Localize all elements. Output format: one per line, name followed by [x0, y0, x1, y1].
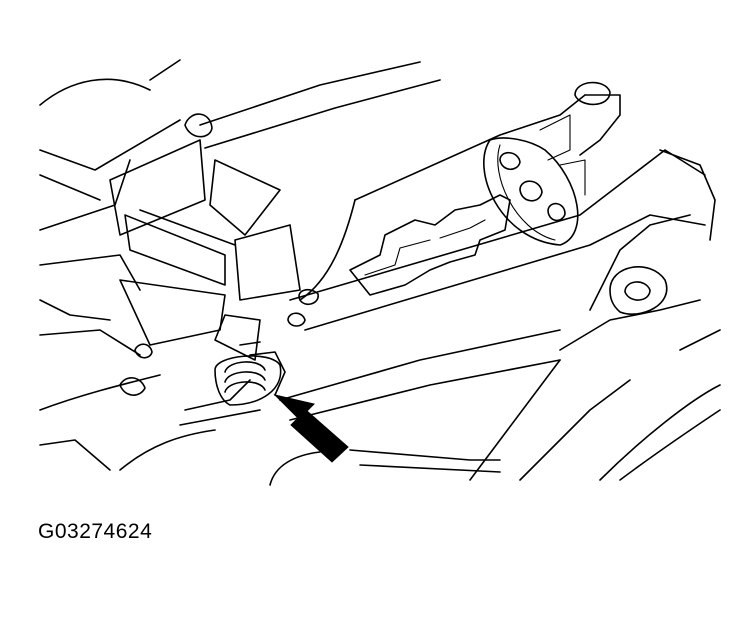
mount-bracket: [469, 214, 721, 481]
arrow-icon: [273, 394, 349, 463]
switch-fitting: [214, 288, 319, 406]
transmission-line-drawing: [39, 59, 721, 486]
gasket-profile: [349, 194, 511, 296]
housing-casting: [39, 59, 441, 471]
lower-edges: [179, 329, 561, 486]
cylinder-body: [289, 81, 716, 331]
figure-id-label: G03274624: [38, 520, 153, 543]
rib-pockets: [109, 113, 301, 396]
